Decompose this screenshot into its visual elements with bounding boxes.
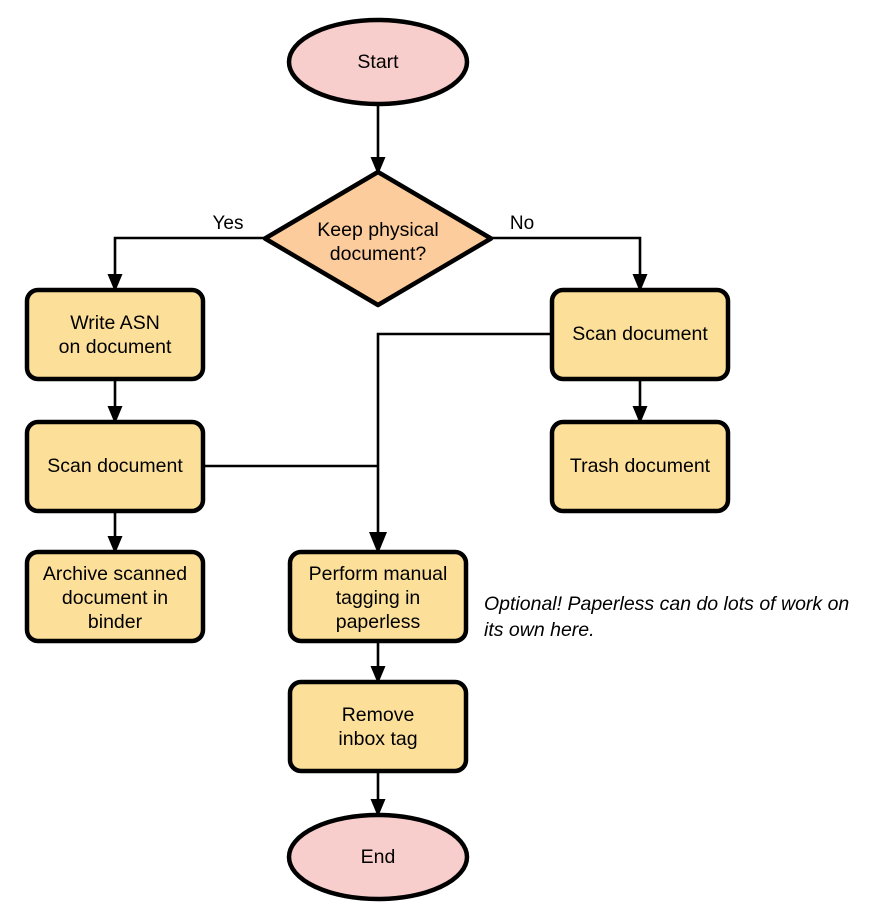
node-archive-binder-label-line-2: document in — [62, 587, 168, 609]
node-start[interactable]: Start — [286, 17, 470, 107]
manual-tagging-box-shape[interactable] — [287, 549, 469, 644]
end-ellipse-shape[interactable] — [286, 812, 470, 902]
node-perform-manual-tagging[interactable]: Perform manual tagging in paperless — [287, 549, 469, 644]
optional-note-line-1: Optional! Paperless can do lots of work … — [484, 593, 849, 615]
remove-inbox-tag-box-shape[interactable] — [287, 679, 469, 774]
node-write-asn-on-document[interactable]: Write ASN on document — [24, 287, 206, 382]
edge-scan-right-to-trash — [632, 379, 648, 424]
annotation-layer: Optional! Paperless can do lots of work … — [484, 593, 849, 641]
node-archive-scanned-document-in-binder[interactable]: Archive scanned document in binder — [24, 549, 206, 644]
node-scan-document-right[interactable]: Scan document — [549, 287, 731, 382]
node-keep-physical-label-line-2: document? — [330, 243, 427, 265]
archive-binder-box-shape[interactable] — [24, 549, 206, 644]
node-trash-document-label: Trash document — [570, 455, 711, 477]
node-remove-inbox-tag-label-line-2: inbox tag — [338, 728, 417, 750]
edge-layer — [107, 104, 648, 817]
trash-document-box-shape[interactable] — [549, 419, 731, 514]
node-layer: Start Keep physical document? Write ASN … — [24, 17, 731, 902]
start-ellipse-shape[interactable] — [286, 17, 470, 107]
node-end-label: End — [361, 846, 396, 868]
node-scan-document-left[interactable]: Scan document — [24, 419, 206, 514]
edge-scan-left-to-archive — [107, 511, 123, 554]
node-scan-document-left-label: Scan document — [47, 455, 183, 477]
edge-write-asn-to-scan-left — [107, 379, 123, 424]
write-asn-box-shape[interactable] — [24, 287, 206, 382]
node-keep-physical-label-line-1: Keep physical — [317, 219, 438, 241]
node-write-asn-label-line-1: Write ASN — [70, 312, 160, 334]
decision-diamond-shape[interactable] — [262, 169, 494, 308]
edge-label-layer: Yes No — [213, 213, 535, 234]
node-remove-inbox-tag[interactable]: Remove inbox tag — [287, 679, 469, 774]
node-write-asn-label-line-2: on document — [59, 336, 172, 358]
node-trash-document[interactable]: Trash document — [549, 419, 731, 514]
node-scan-document-right-label: Scan document — [572, 323, 708, 345]
node-manual-tagging-label-line-3: paperless — [336, 611, 421, 633]
node-keep-physical-document[interactable]: Keep physical document? — [262, 169, 494, 308]
node-manual-tagging-label-line-2: tagging in — [336, 587, 421, 609]
edge-decision-to-scan-right — [491, 236, 648, 292]
edge-start-to-decision — [370, 104, 386, 175]
node-archive-binder-label-line-3: binder — [88, 611, 143, 633]
node-start-label: Start — [357, 51, 399, 73]
optional-note-line-2: its own here. — [484, 619, 595, 641]
node-archive-binder-label-line-1: Archive scanned — [43, 563, 187, 585]
edge-label-no: No — [510, 213, 534, 234]
node-manual-tagging-label-line-1: Perform manual — [309, 563, 448, 585]
edge-manual-tagging-to-remove-inbox-tag — [370, 641, 386, 684]
edge-label-yes: Yes — [213, 213, 244, 234]
scan-document-left-box-shape[interactable] — [24, 419, 206, 514]
edge-scan-right-to-manual-tagging — [369, 332, 552, 554]
node-remove-inbox-tag-label-line-1: Remove — [342, 704, 415, 726]
node-end[interactable]: End — [286, 812, 470, 902]
edge-decision-to-write-asn — [107, 236, 265, 292]
edge-remove-inbox-tag-to-end — [370, 771, 386, 817]
scan-document-right-box-shape[interactable] — [549, 287, 731, 382]
